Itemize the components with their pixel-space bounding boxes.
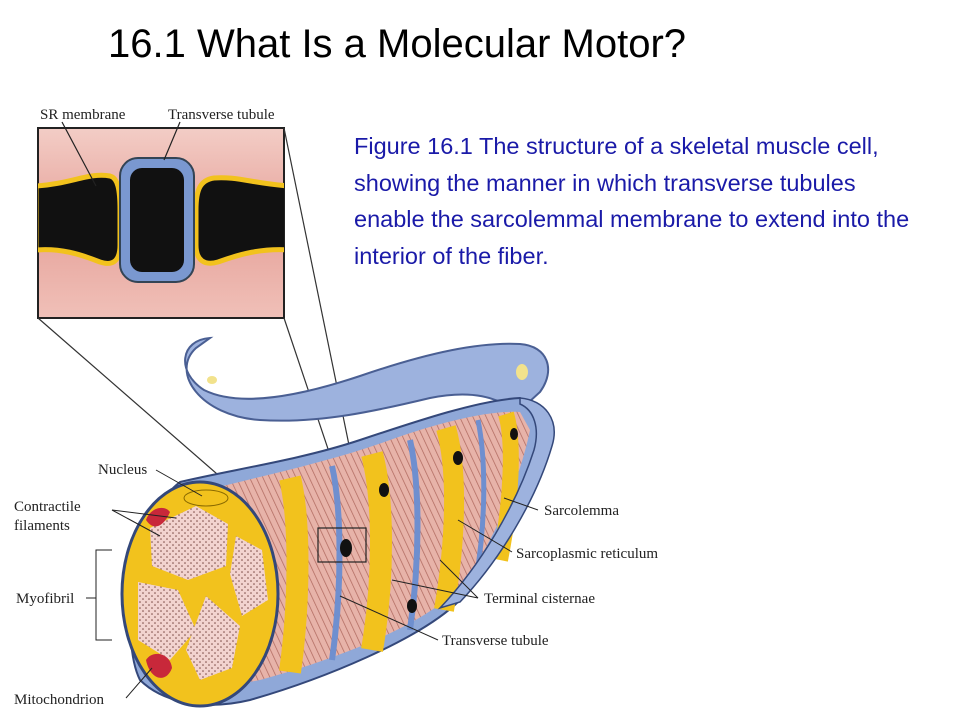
inset-t-tubule-lumen bbox=[130, 168, 184, 272]
sarcolemma-shell-edge bbox=[437, 397, 555, 610]
sr-band-1 bbox=[279, 475, 309, 674]
tubule-dot-4 bbox=[453, 451, 463, 465]
label-inset-transverse-tubule: Transverse tubule bbox=[168, 107, 275, 123]
right-leaders bbox=[339, 497, 539, 641]
label-contractile-line1: Contractile bbox=[14, 499, 81, 515]
flap-spot-small bbox=[207, 376, 217, 384]
page-title: 16.1 What Is a Molecular Motor? bbox=[108, 22, 687, 66]
label-terminal-cisternae: Terminal cisternae bbox=[484, 591, 595, 607]
inset-sr-left bbox=[38, 172, 123, 266]
tubule-dot-5 bbox=[510, 428, 518, 440]
label-mitochondrion: Mitochondrion bbox=[14, 692, 104, 708]
mitochondrion-1 bbox=[146, 507, 170, 527]
muscle-fiber bbox=[120, 336, 555, 708]
inset-sr-right bbox=[193, 175, 284, 266]
t-tubule-band-1 bbox=[329, 465, 343, 661]
tubule-dot-1 bbox=[340, 539, 352, 557]
tubule-dot-2 bbox=[379, 483, 389, 497]
flap-spot bbox=[516, 364, 528, 380]
nucleus bbox=[183, 489, 229, 507]
left-leaders bbox=[86, 469, 203, 699]
zoom-region bbox=[317, 527, 367, 563]
sr-membrane-leader bbox=[61, 121, 97, 187]
myofibril-2 bbox=[230, 536, 268, 616]
tubule-dot-3 bbox=[407, 599, 417, 613]
sarcolemma-flap bbox=[184, 336, 550, 422]
sr-band-3 bbox=[434, 425, 465, 612]
label-myofibril: Myofibril bbox=[16, 591, 74, 607]
label-sr-membrane: SR membrane bbox=[40, 107, 126, 123]
label-sarcolemma: Sarcolemma bbox=[544, 503, 619, 519]
label-transverse-tubule: Transverse tubule bbox=[442, 633, 549, 649]
myofibril-3 bbox=[138, 582, 196, 660]
mitochondrion-2 bbox=[146, 653, 172, 678]
inset-enlargement: SR membrane Transverse tubule bbox=[37, 107, 285, 319]
figure-caption: Figure 16.1 The structure of a skeletal … bbox=[354, 133, 910, 269]
t-tubule-leader bbox=[163, 121, 181, 161]
label-nucleus: Nucleus bbox=[98, 462, 147, 478]
sr-band-2 bbox=[361, 451, 392, 652]
myofibril-1 bbox=[150, 506, 228, 580]
label-sarcoplasmic-reticulum: Sarcoplasmic reticulum bbox=[516, 546, 658, 562]
label-contractile-line2: filaments bbox=[14, 518, 70, 534]
myofibril-4 bbox=[186, 596, 240, 680]
